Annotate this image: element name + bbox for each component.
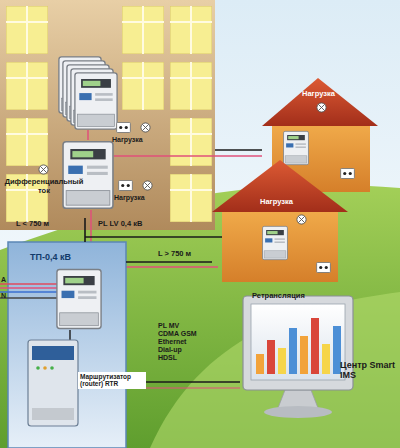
line-label: PL MV CDMA GSM Ethernet Dial-up HDSL	[158, 322, 198, 362]
wires	[85, 236, 232, 237]
house	[262, 78, 378, 126]
node-text: Маршрутизатор (router) RTR	[78, 372, 146, 389]
node-text: Нагрузка	[112, 136, 143, 144]
node-text: Ретрансляция	[252, 292, 305, 301]
house	[222, 206, 338, 282]
wires	[87, 130, 89, 140]
node-text: Нагрузка	[260, 198, 293, 207]
meter-stack	[59, 57, 117, 129]
node-text: Нагрузка	[302, 90, 335, 99]
monitor	[333, 326, 341, 374]
substation	[0, 283, 60, 285]
monitor	[243, 296, 353, 418]
monitor	[243, 296, 353, 390]
substation	[57, 270, 101, 329]
wire-label: PL LV 0,4 кВ	[98, 220, 142, 229]
load-symbols	[39, 165, 48, 174]
house	[284, 131, 309, 164]
load-symbols	[117, 122, 131, 132]
house	[212, 160, 348, 282]
router-device	[32, 408, 74, 420]
apartment-building	[170, 118, 212, 166]
wire-label: A	[1, 276, 6, 284]
router-device	[28, 340, 78, 426]
node-text: Нагрузка	[114, 194, 145, 202]
wire-label: N	[1, 292, 6, 300]
house	[317, 262, 331, 272]
apartment-building	[6, 174, 48, 222]
monitor	[322, 344, 330, 374]
monitor	[256, 354, 264, 374]
power-line	[126, 261, 212, 263]
apartment-building	[6, 62, 48, 110]
load-symbols	[141, 123, 150, 132]
router-device	[36, 366, 40, 370]
substation	[0, 291, 60, 293]
router-device	[50, 366, 54, 370]
building-meter	[63, 142, 113, 209]
apartment-building: Дифференциальный токНагрузкаНагрузка	[0, 0, 215, 218]
monitor	[278, 390, 318, 408]
apartment-building	[0, 0, 215, 230]
monitor	[289, 328, 297, 374]
node-text: Центр Smart IMS	[340, 360, 398, 381]
apartment-building	[170, 62, 212, 110]
substation-box: ТП-0,4 кВМаршрутизатор (router) RTR	[8, 242, 126, 448]
node-text: Дифференциальный ток	[2, 178, 86, 195]
router-device	[28, 340, 78, 426]
monitor	[264, 406, 332, 418]
apartment-building	[6, 6, 48, 54]
node-text: ТП-0,4 кВ	[30, 252, 71, 262]
power-line	[84, 218, 86, 242]
hills	[150, 292, 400, 448]
apartment-building	[6, 118, 48, 166]
router-device	[32, 346, 74, 360]
substation	[8, 242, 126, 448]
load-symbols	[119, 180, 133, 190]
router-device	[43, 366, 47, 370]
router-box: Маршрутизатор (router) RTR	[22, 334, 144, 432]
substation	[69, 330, 70, 340]
house	[212, 160, 348, 212]
house	[263, 226, 288, 259]
apartment-building	[122, 62, 164, 110]
house: НагрузкаРетрансляция	[212, 158, 348, 308]
apartment-building	[122, 6, 164, 54]
substation	[0, 297, 60, 299]
power-line	[144, 381, 240, 383]
substation	[0, 242, 126, 448]
house: Нагрузка	[262, 78, 378, 194]
substation	[0, 287, 60, 289]
wires	[142, 387, 240, 388]
house	[317, 103, 326, 112]
apartment-building	[170, 6, 212, 54]
monitor	[267, 340, 275, 374]
monitor	[311, 318, 319, 374]
wires	[126, 266, 218, 268]
meter-stack	[75, 73, 117, 129]
load-symbols	[39, 122, 152, 190]
monitor	[251, 304, 345, 380]
power-line	[215, 149, 262, 151]
wires	[114, 155, 262, 157]
house	[341, 168, 355, 178]
monitor	[300, 336, 308, 374]
apartment-building	[0, 0, 215, 230]
monitor	[278, 348, 286, 374]
line-label: L > 750 м	[158, 250, 191, 259]
apartment-building	[170, 174, 212, 222]
control-center: Центр Smart IMS	[240, 292, 398, 424]
load-symbols	[143, 181, 152, 190]
line-label: L < 750 м	[16, 220, 49, 229]
house	[297, 215, 306, 224]
